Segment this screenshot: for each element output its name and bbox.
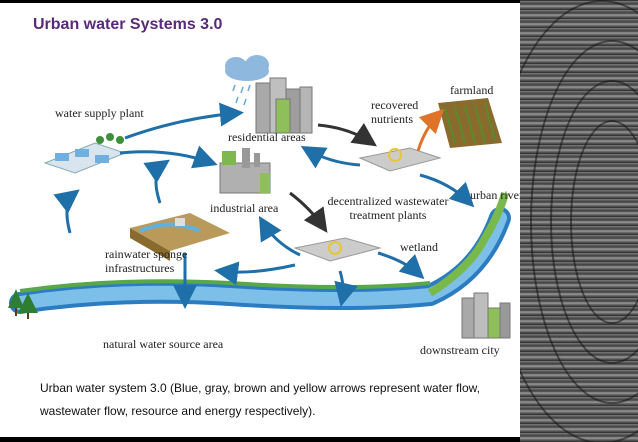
water-supply-plant-icon [43, 133, 127, 174]
label-water-supply-plant: water supply plant [55, 106, 144, 120]
wood-texture-panel [520, 0, 638, 442]
slide: Urban water Systems 3.0 [0, 3, 520, 437]
rain-cloud [225, 55, 269, 106]
label-industrial-area: industrial area [210, 201, 279, 215]
treated-water-arrows [214, 145, 361, 286]
treatment-plant-lower [293, 237, 382, 262]
slide-caption: Urban water system 3.0 (Blue, gray, brow… [40, 381, 480, 418]
label-downstream-city: downstream city [420, 343, 500, 357]
urban-river-branch [427, 191, 509, 297]
residential-buildings [255, 77, 313, 134]
sponge-infrastructure-icon [130, 213, 230, 261]
water-flow-arrows [53, 102, 475, 309]
slide-title: Urban water Systems 3.0 [33, 16, 223, 33]
wastewater-flow-arrows [289, 122, 377, 233]
urban-water-diagram [8, 55, 511, 339]
treatment-plant-upper [358, 147, 442, 172]
resource-flow-arrow [416, 108, 445, 152]
label-residential-areas: residential areas [228, 130, 306, 144]
farmland-icon [438, 98, 502, 148]
label-decentralized-treatment: decentralized wastewater treatment plant… [327, 194, 449, 222]
label-rainwater-sponge: rainwater sponge infrastructures [105, 247, 188, 275]
label-wetland: wetland [400, 240, 438, 254]
industrial-area-icon [219, 148, 271, 194]
main-river-inner [13, 211, 507, 310]
label-farmland: farmland [450, 83, 494, 97]
trees-left [8, 289, 38, 319]
label-recovered-nutrients: recovered nutrients [371, 98, 419, 126]
label-urban-river: urban river [470, 188, 520, 202]
downstream-city-icon [461, 292, 511, 339]
label-natural-water-source: natural water source area [103, 337, 224, 351]
